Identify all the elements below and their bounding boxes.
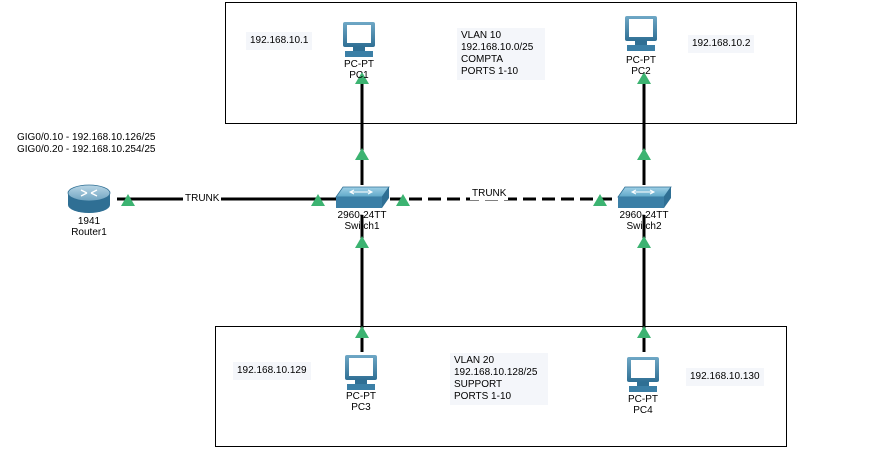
- port-indicator: [355, 326, 369, 338]
- pc3-model: PC-PT: [346, 391, 376, 402]
- port-indicator: [355, 72, 369, 84]
- vlan10-network: 192.168.10.0/25: [461, 42, 534, 53]
- port-indicator: [355, 148, 369, 160]
- router-label: 1941 Router1: [54, 216, 124, 238]
- switch1-model: 2960-24TT: [337, 210, 387, 221]
- port-indicator: [396, 194, 410, 206]
- router-icon[interactable]: [67, 184, 111, 213]
- pc1-label: PC-PT PC1: [324, 59, 394, 81]
- port-indicator: [593, 194, 607, 206]
- port-indicator: [311, 194, 325, 206]
- switch-icon[interactable]: [335, 186, 390, 208]
- switch1-name: Switch1: [344, 221, 380, 232]
- switch2-name: Switch2: [626, 221, 662, 232]
- pc2-label: PC-PT PC2: [606, 55, 676, 77]
- pc-icon[interactable]: [627, 357, 659, 392]
- vlan10-ports: PORTS 1-10: [461, 66, 519, 77]
- port-indicator: [637, 72, 651, 84]
- vlan20-info: VLAN 20 192.168.10.128/25 SUPPORT PORTS …: [450, 353, 548, 405]
- vlan10-name: COMPTA: [461, 54, 504, 65]
- switch-icon[interactable]: [617, 186, 672, 208]
- pc4-name: PC4: [633, 405, 653, 416]
- pc3-ip: 192.168.10.129: [233, 362, 311, 380]
- vlan20-area: [215, 326, 787, 447]
- switch1-label: 2960-24TT Switch1: [327, 210, 397, 232]
- pc3-label: PC-PT PC3: [326, 391, 396, 413]
- port-indicator: [637, 326, 651, 338]
- port-indicator: [637, 148, 651, 160]
- port-indicator: [637, 236, 651, 248]
- pc-icon[interactable]: [345, 355, 377, 390]
- pc-icon[interactable]: [343, 22, 375, 57]
- vlan10-id: VLAN 10: [461, 30, 502, 41]
- vlan10-info: VLAN 10 192.168.10.0/25 COMPTA PORTS 1-1…: [457, 28, 545, 80]
- vlan20-ports: PORTS 1-10: [454, 391, 512, 402]
- router-subif-2: GIG0/0.20 - 192.168.10.254/25: [17, 144, 156, 155]
- pc1-ip: 192.168.10.1: [246, 32, 313, 50]
- pc4-label: PC-PT PC4: [608, 394, 678, 416]
- vlan10-area: [225, 2, 797, 124]
- pc4-ip: 192.168.10.130: [686, 368, 764, 386]
- vlan20-id: VLAN 20: [454, 355, 495, 366]
- router-model: 1941: [77, 216, 101, 227]
- trunk-label: TRUNK: [470, 188, 509, 200]
- pc2-ip: 192.168.10.2: [688, 35, 755, 53]
- pc1-name: PC1: [349, 70, 369, 81]
- switch2-label: 2960-24TT Switch2: [609, 210, 679, 232]
- vlan20-network: 192.168.10.128/25: [454, 367, 538, 378]
- pc2-model: PC-PT: [626, 55, 656, 66]
- router-name: Router1: [71, 227, 107, 238]
- pc2-name: PC2: [631, 66, 651, 77]
- router-subif-1: GIG0/0.10 - 192.168.10.126/25: [17, 132, 156, 143]
- port-indicator: [121, 194, 135, 206]
- pc4-model: PC-PT: [628, 394, 658, 405]
- trunk-label: TRUNK: [183, 193, 222, 205]
- vlan20-name: SUPPORT: [454, 379, 503, 390]
- switch2-model: 2960-24TT: [619, 210, 669, 221]
- pc-icon[interactable]: [625, 16, 657, 51]
- pc1-model: PC-PT: [344, 59, 374, 70]
- pc3-name: PC3: [351, 402, 371, 413]
- port-indicator: [355, 236, 369, 248]
